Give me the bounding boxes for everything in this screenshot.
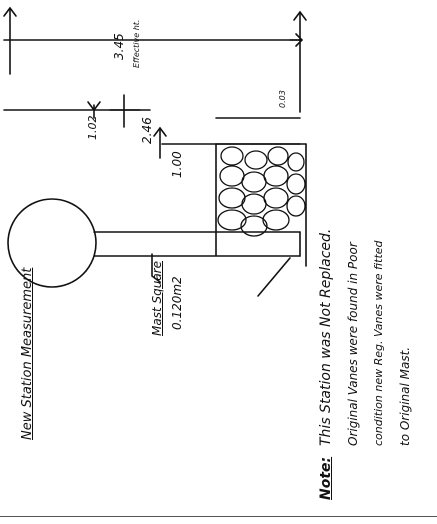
note-line-2: Original Vanes were found in Poor — [346, 242, 360, 446]
dim-arrow-right-top — [293, 10, 307, 21]
vane-stack — [217, 146, 306, 237]
page-bottom-rule — [0, 516, 437, 517]
note-line-3: condition new Reg. Vanes were fitted — [372, 240, 385, 446]
dim-arrow-head-top — [3, 6, 17, 17]
label-dim-middle: 2.46 — [140, 117, 154, 144]
station-head-circle — [7, 198, 97, 288]
label-mast-square-value: 0.120m2 — [170, 276, 184, 330]
label-new-station-measurement: New Station Measurement — [20, 267, 35, 440]
note-line-4: to Original Mast. — [398, 346, 412, 446]
dim-arrow-vanes-head — [153, 126, 167, 137]
label-dim-small: 0.03 — [278, 90, 287, 108]
dim-arrow-head-upper — [87, 101, 101, 112]
label-dim-top-total: 3.45 — [112, 33, 126, 60]
label-dim-vanes: 1.00 — [170, 151, 184, 178]
leader-station-measurement — [151, 253, 161, 283]
label-dim-effective: Effective ht. — [132, 19, 141, 68]
label-dim-upper: 1.02 — [86, 115, 99, 141]
vane-box-outline — [215, 143, 307, 256]
dim-cross-middle — [109, 94, 141, 128]
dim-arrow-right — [289, 33, 304, 47]
label-mast-square: Mast Square — [150, 261, 164, 336]
leader-mast-square — [257, 257, 291, 297]
note-line-1: This Station was Not Replaced. — [318, 228, 334, 446]
note-heading: Note: — [318, 456, 334, 500]
